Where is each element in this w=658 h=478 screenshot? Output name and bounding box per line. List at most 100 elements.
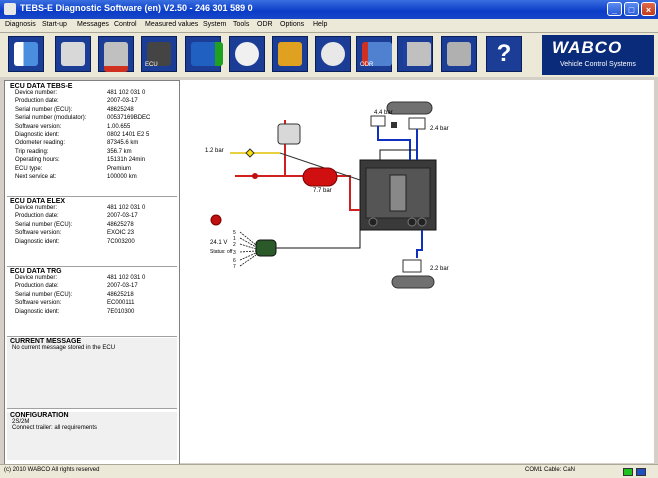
port bbox=[417, 217, 427, 227]
gears-icon bbox=[447, 42, 471, 66]
menu-start-up[interactable]: Start-up bbox=[42, 21, 67, 28]
section-title: ECU DATA ELEX bbox=[10, 198, 66, 205]
cable-line bbox=[276, 230, 361, 249]
info-row: Diagnostic ident:7C003200 bbox=[15, 238, 135, 245]
section-ecu-tebs: ECU DATA TEBS-E Device number:481 102 03… bbox=[7, 83, 177, 197]
info-row: Production date:2007-03-17 bbox=[15, 98, 138, 105]
status-bar: (c) 2010 WABCO All rights reserved COM1 … bbox=[0, 464, 658, 478]
system-diagram: 4.4 bar 2.4 bar 1.2 bar 7.7 bar 2.2 bar … bbox=[180, 80, 654, 463]
status-label: Status: off bbox=[210, 249, 233, 255]
ecu-button[interactable]: ECU bbox=[141, 36, 177, 72]
info-row: Serial number (ECU):48625218 bbox=[15, 291, 134, 298]
info-panel: ECU DATA TEBS-E Device number:481 102 03… bbox=[4, 80, 180, 465]
section-ecu-elex: ECU DATA ELEX Device number:481 102 031 … bbox=[7, 198, 177, 267]
pressure-label-bottom: 2.2 bar bbox=[430, 266, 449, 272]
info-row: Device number:481 102 031 0 bbox=[15, 205, 146, 211]
calibrate-button[interactable] bbox=[397, 36, 433, 72]
multimeter-icon bbox=[278, 42, 302, 66]
red-joint bbox=[252, 173, 258, 179]
chamber-top-right bbox=[386, 101, 433, 115]
search-button[interactable] bbox=[229, 36, 265, 72]
info-row: Software version:EXOIC 23 bbox=[15, 230, 135, 237]
menu-tools[interactable]: Tools bbox=[233, 21, 250, 28]
configuration-line: 2S/2M bbox=[12, 419, 30, 425]
menu-messages[interactable]: Messages bbox=[77, 21, 109, 28]
title-bar: TEBS-E Diagnostic Software (en) V2.50 - … bbox=[0, 0, 658, 19]
copyright-text: (c) 2010 WABCO All rights reserved bbox=[4, 467, 100, 473]
odr-button-label: ODR bbox=[360, 62, 374, 68]
pin-label: 1 bbox=[233, 236, 236, 242]
pressure-label-top: 4.4 bar bbox=[374, 110, 393, 116]
info-row: Serial number (ECU):48625278 bbox=[15, 221, 134, 228]
connection-status: COM1 Cable: CaN bbox=[525, 467, 576, 473]
close-button[interactable]: × bbox=[641, 2, 656, 16]
question-mark-icon: ? bbox=[496, 40, 512, 67]
pin-label: 6 bbox=[233, 258, 236, 264]
current-message-text: No current message stored in the ECU bbox=[12, 345, 116, 351]
air-reservoir-icon bbox=[302, 167, 338, 187]
pneumatic-diagram: 4.4 bar 2.4 bar 1.2 bar 7.7 bar 2.2 bar … bbox=[205, 101, 449, 289]
info-row: Serial number (ECU):48625248 bbox=[15, 106, 134, 113]
configuration-line: Connect trailer: all requirements bbox=[12, 425, 98, 431]
minimize-button[interactable]: _ bbox=[607, 2, 622, 16]
odr-button[interactable]: ODR bbox=[356, 36, 392, 72]
blue-line-bottom bbox=[416, 230, 423, 258]
info-row: Trip reading:356.7 km bbox=[15, 148, 132, 155]
menu-measured-values[interactable]: Measured values bbox=[145, 21, 199, 28]
window-title: TEBS-E Diagnostic Software (en) V2.50 - … bbox=[20, 3, 253, 13]
info-row: Odometer reading:87345.6 km bbox=[15, 140, 139, 147]
blue-line-top bbox=[377, 126, 411, 160]
logo-brand: WABCO bbox=[552, 38, 623, 57]
menu-odr[interactable]: ODR bbox=[257, 21, 273, 28]
section-configuration: CONFIGURATION 2S/2M Connect trailer: all… bbox=[7, 412, 177, 460]
black-line bbox=[379, 149, 416, 160]
measure-button[interactable] bbox=[272, 36, 308, 72]
settings-button[interactable] bbox=[441, 36, 477, 72]
gauge-icon bbox=[321, 42, 345, 66]
sensor-box-bottom bbox=[402, 259, 422, 273]
valve-small bbox=[391, 122, 397, 128]
print-report-button[interactable] bbox=[98, 36, 134, 72]
print-button[interactable] bbox=[55, 36, 91, 72]
info-row: Device number:481 102 031 0 bbox=[15, 90, 146, 96]
play-icon bbox=[191, 42, 223, 66]
section-current-message: CURRENT MESSAGE No current message store… bbox=[7, 338, 177, 409]
slider-icon bbox=[403, 42, 431, 66]
printer-icon bbox=[61, 42, 85, 66]
port bbox=[407, 217, 417, 227]
section-title: ECU DATA TRG bbox=[10, 268, 62, 275]
exit-button[interactable] bbox=[8, 36, 44, 72]
filter-icon bbox=[245, 148, 255, 158]
sensor-box-right bbox=[408, 117, 426, 130]
pin-label: 5 bbox=[233, 230, 236, 236]
info-row: Operating hours:15131h 24min bbox=[15, 157, 146, 164]
ecu-button-label: ECU bbox=[145, 62, 158, 68]
menu-diagnosis[interactable]: Diagnosis bbox=[5, 21, 36, 28]
warning-lamp-icon bbox=[210, 214, 222, 226]
pin-label: 7 bbox=[233, 264, 236, 270]
printer-report-icon bbox=[104, 42, 128, 72]
ecu-core bbox=[389, 174, 407, 212]
menu-options[interactable]: Options bbox=[280, 21, 305, 28]
menu-system[interactable]: System bbox=[203, 21, 227, 28]
start-button[interactable] bbox=[185, 36, 223, 72]
connector-pins bbox=[239, 231, 257, 267]
app-icon bbox=[4, 3, 16, 15]
info-row: Production date:2007-03-17 bbox=[15, 213, 138, 220]
section-title: CONFIGURATION bbox=[10, 412, 69, 419]
gauge-button[interactable] bbox=[315, 36, 351, 72]
sensor-box-top bbox=[370, 115, 386, 127]
help-button[interactable]: ? bbox=[486, 36, 522, 72]
air-chamber bbox=[277, 123, 301, 145]
section-title: CURRENT MESSAGE bbox=[10, 338, 82, 345]
menu-control[interactable]: Control bbox=[114, 21, 137, 28]
menu-bar: Diagnosis Start-up Messages Control Meas… bbox=[0, 19, 658, 33]
wabco-logo: WABCO Vehicle Control Systems bbox=[542, 35, 654, 75]
exit-icon bbox=[14, 42, 38, 66]
maximize-button[interactable]: □ bbox=[624, 2, 639, 16]
magnifier-icon bbox=[235, 42, 259, 66]
info-row: Production date:2007-03-17 bbox=[15, 283, 138, 290]
info-row: Software version:1.00.655 bbox=[15, 123, 131, 130]
menu-help[interactable]: Help bbox=[313, 21, 328, 28]
info-row: Device number:481 102 031 0 bbox=[15, 275, 146, 281]
